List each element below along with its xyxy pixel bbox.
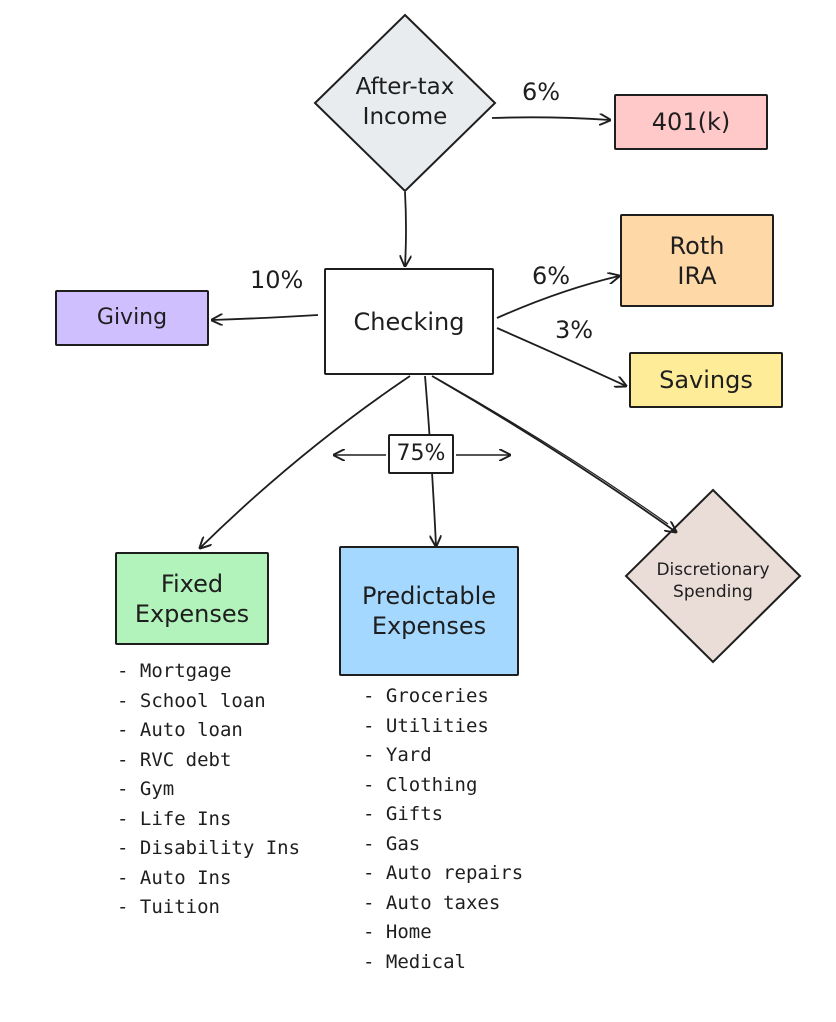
percent-to-roth: 6% — [532, 262, 571, 290]
fixed-expenses-line2: Expenses — [134, 599, 250, 628]
expenses-percent-label: 75% — [396, 441, 446, 467]
after-tax-income-line1: After-tax — [355, 74, 455, 101]
checking-node[interactable]: Checking — [324, 268, 494, 375]
arrow-income-to-checking — [405, 191, 406, 266]
k401-label: 401(k) — [651, 108, 731, 136]
predictable-expenses-line2: Expenses — [371, 612, 487, 640]
predictable-expenses-list: Groceries Utilities Yard Clothing Gifts … — [363, 682, 523, 977]
after-tax-income-line2: Income — [362, 104, 448, 130]
checking-label: Checking — [353, 307, 465, 336]
list-item: Utilities — [363, 712, 523, 742]
list-item: Auto repairs — [363, 859, 523, 889]
arrow-checking-to-roth — [496, 276, 619, 319]
predictable-expenses-node[interactable]: Predictable Expenses — [339, 546, 519, 676]
percent-to-giving: 10% — [250, 266, 304, 294]
list-item: Home — [363, 918, 523, 948]
list-item: Gym — [117, 775, 300, 805]
list-item: Gas — [363, 830, 523, 860]
list-item: RVC debt — [117, 746, 300, 776]
arrow-checking-to-discretionary — [431, 375, 676, 532]
discretionary-spending-line1: Discretionary — [656, 559, 770, 580]
list-item: Auto Ins — [117, 864, 300, 894]
after-tax-income-shape[interactable] — [313, 13, 497, 193]
fixed-expenses-node[interactable]: Fixed Expenses — [115, 552, 269, 645]
arrow-checking-to-savings — [496, 327, 626, 386]
predictable-expenses-line1: Predictable — [361, 582, 497, 610]
list-item: School loan — [117, 687, 300, 717]
list-item: Tuition — [117, 893, 300, 923]
list-item: Mortgage — [117, 657, 300, 687]
fixed-expenses-line1: Fixed — [160, 569, 224, 598]
list-item: Life Ins — [117, 805, 300, 835]
arrow-checking-to-giving — [212, 315, 319, 320]
expenses-percent-badge: 75% — [388, 434, 454, 474]
arrow-checking-to-fixed — [200, 375, 411, 548]
list-item: Medical — [363, 948, 523, 978]
giving-label: Giving — [96, 305, 168, 331]
giving-node[interactable]: Giving — [55, 290, 209, 346]
roth-ira-line1: Roth — [669, 231, 725, 260]
savings-node[interactable]: Savings — [629, 352, 783, 408]
list-item: Yard — [363, 741, 523, 771]
list-item: Auto loan — [117, 716, 300, 746]
list-item: Groceries — [363, 682, 523, 712]
percent-to-401k: 6% — [522, 78, 561, 106]
discretionary-spending-line2: Spending — [673, 582, 753, 602]
fixed-expenses-list: Mortgage School loan Auto loan RVC debt … — [117, 657, 300, 923]
k401-node[interactable]: 401(k) — [614, 94, 768, 150]
arrow-income-to-401k — [491, 117, 610, 120]
roth-ira-line2: IRA — [677, 261, 717, 290]
after-tax-income-label: After-tax Income — [330, 70, 480, 136]
list-item: Clothing — [363, 771, 523, 801]
discretionary-spending-label: Discretionary Spending — [628, 556, 798, 606]
list-item: Gifts — [363, 800, 523, 830]
percent-to-savings: 3% — [555, 316, 594, 344]
list-item: Disability Ins — [117, 834, 300, 864]
list-item: Auto taxes — [363, 889, 523, 919]
roth-ira-node[interactable]: Roth IRA — [620, 214, 774, 307]
arrow-checking-to-discretionary-echo — [435, 377, 669, 525]
savings-label: Savings — [659, 366, 753, 394]
